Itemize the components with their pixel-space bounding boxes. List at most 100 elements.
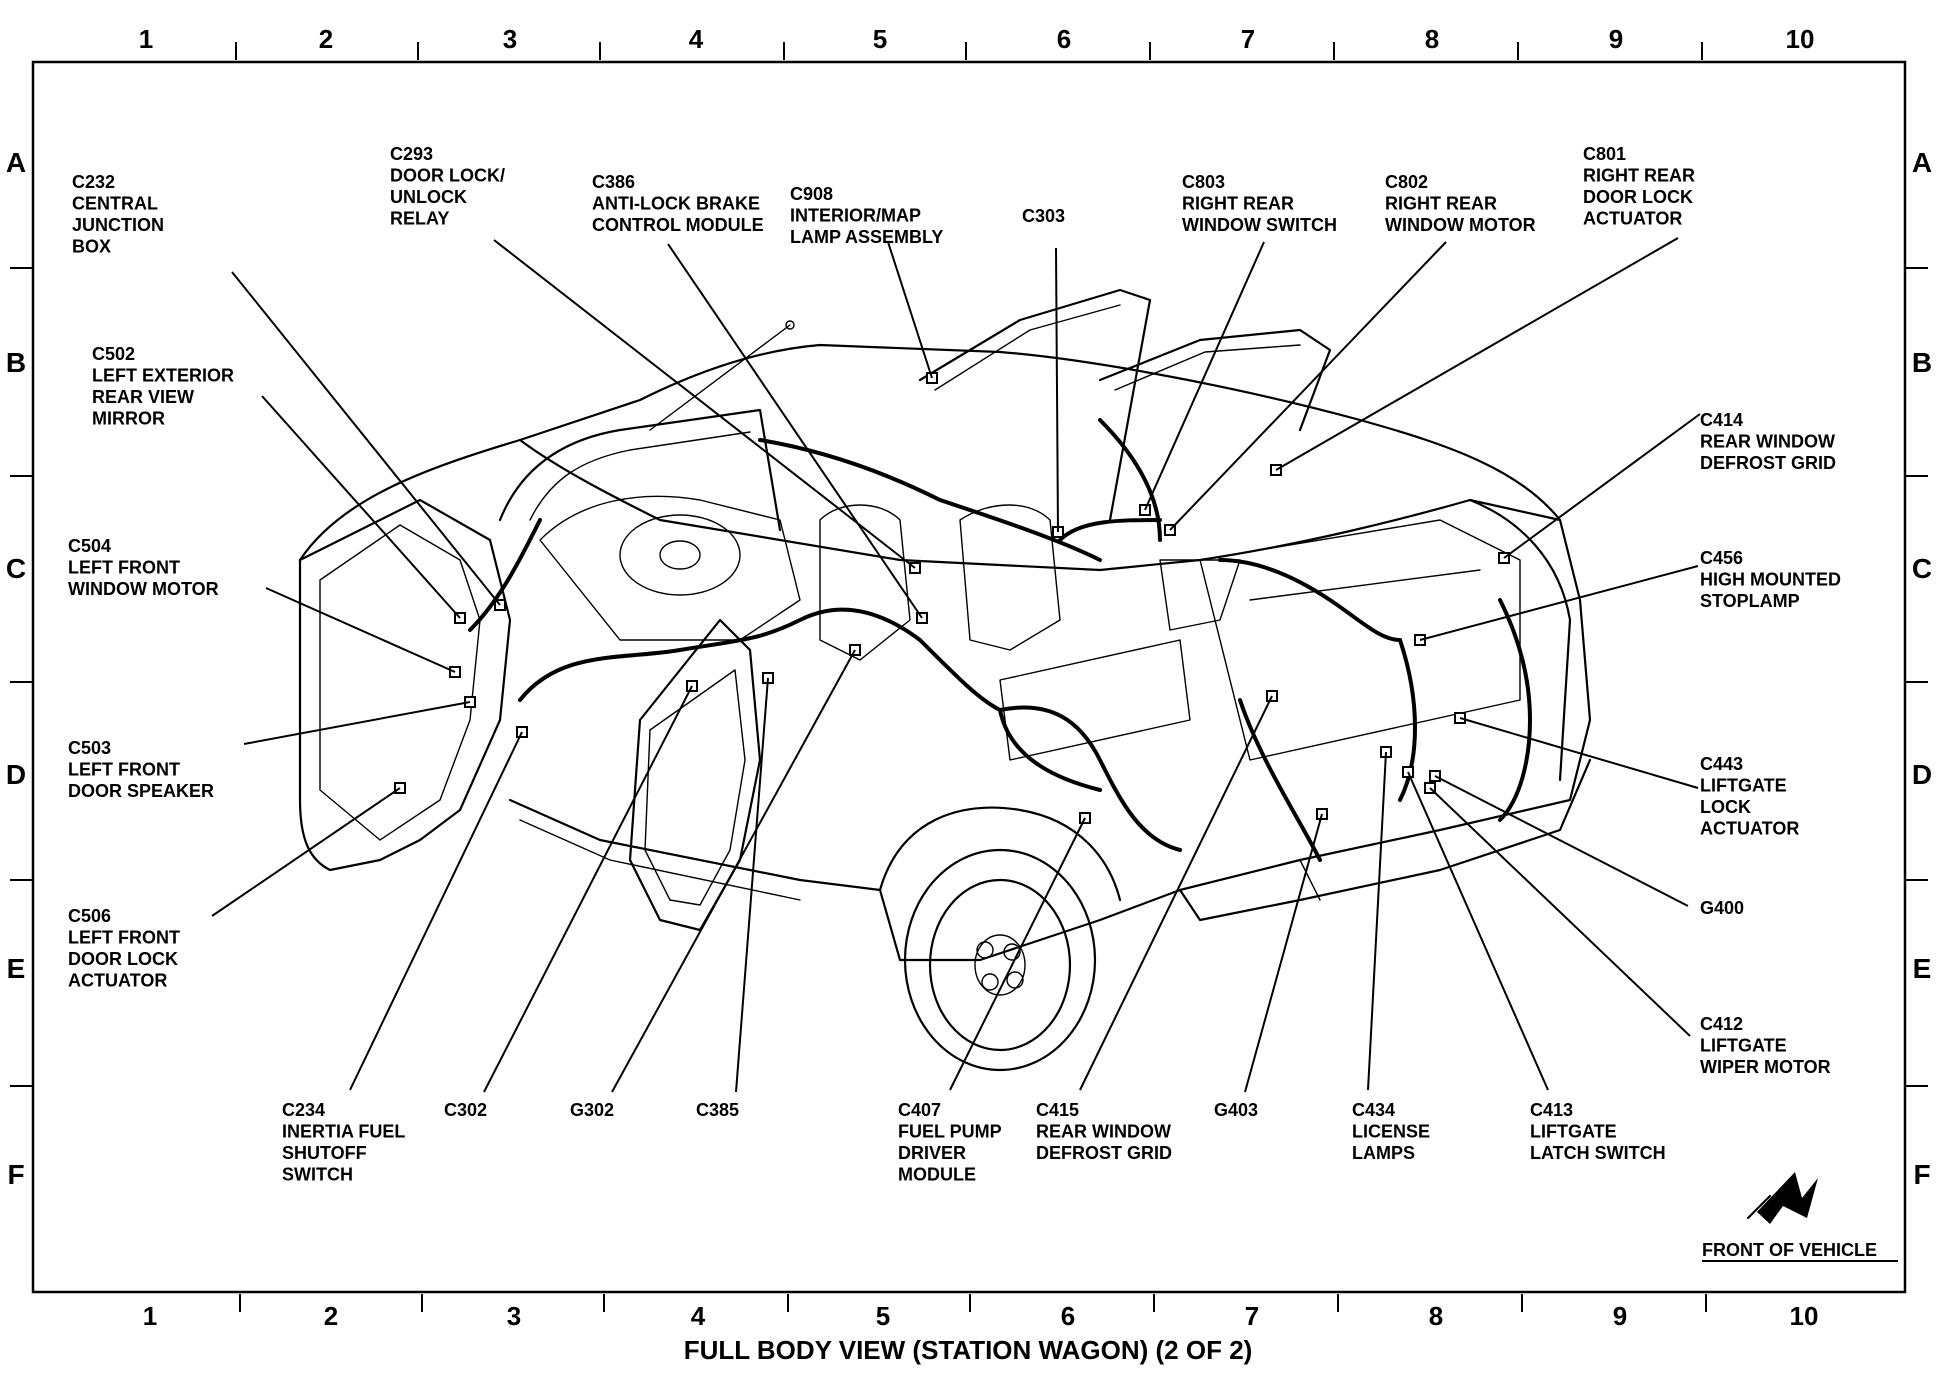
grid-row-left-D: D	[6, 759, 26, 790]
grid-column-top-7: 7	[1241, 24, 1255, 54]
label-c434-line-0: C434	[1352, 1100, 1395, 1120]
grid-column-top-6: 6	[1057, 24, 1071, 54]
leader-c502	[261, 395, 461, 619]
grid-column-bottom-8: 8	[1429, 1301, 1443, 1331]
leader-c503	[243, 701, 471, 745]
label-c506-line-3: ACTUATOR	[68, 971, 167, 991]
label-c456-line-0: C456	[1700, 548, 1743, 568]
leader-c232	[231, 271, 501, 606]
leader-c386	[667, 243, 923, 619]
label-c302-line-0: C302	[444, 1100, 487, 1120]
label-c502-line-1: LEFT EXTERIOR	[92, 366, 234, 386]
label-c293-line-1: DOOR LOCK/	[390, 166, 505, 186]
label-c234-line-2: SHUTOFF	[282, 1143, 367, 1163]
grid-column-bottom-7: 7	[1245, 1301, 1259, 1331]
label-c407-line-2: DRIVER	[898, 1143, 966, 1163]
label-c412-line-0: C412	[1700, 1014, 1743, 1034]
grid-column-top-5: 5	[873, 24, 887, 54]
grid-column-top-4: 4	[689, 24, 704, 54]
label-c415-line-2: DEFROST GRID	[1036, 1143, 1172, 1163]
label-c303-line-0: C303	[1022, 206, 1065, 226]
leader-g302	[611, 649, 856, 1093]
label-c232-line-0: C232	[72, 172, 115, 192]
label-c414-line-1: REAR WINDOW	[1700, 432, 1835, 452]
leader-c415	[1079, 695, 1273, 1091]
label-c801-line-0: C801	[1583, 144, 1626, 164]
grid-row-right-F: F	[1913, 1159, 1930, 1190]
grid-row-left-B: B	[6, 347, 26, 378]
label-c456-line-2: STOPLAMP	[1700, 591, 1800, 611]
label-c385: C385	[696, 1100, 739, 1120]
grid-column-top-3: 3	[503, 24, 517, 54]
grid-column-bottom-5: 5	[876, 1301, 890, 1331]
label-c434-line-2: LAMPS	[1352, 1143, 1415, 1163]
label-c908-line-1: INTERIOR/MAP	[790, 206, 921, 226]
leader-c293	[493, 239, 916, 569]
label-c293-line-2: UNLOCK	[390, 187, 467, 207]
label-c503-line-1: LEFT FRONT	[68, 760, 180, 780]
label-g302-line-0: G302	[570, 1100, 614, 1120]
label-c386-line-2: CONTROL MODULE	[592, 215, 764, 235]
label-c412-line-2: WIPER MOTOR	[1700, 1057, 1831, 1077]
label-c801-line-3: ACTUATOR	[1583, 209, 1682, 229]
leader-c803	[1144, 241, 1265, 511]
leader-c504	[265, 587, 456, 673]
label-c801-line-1: RIGHT REAR	[1583, 166, 1695, 186]
leader-c456	[1419, 565, 1699, 641]
leader-c908	[887, 241, 933, 379]
label-c293-line-3: RELAY	[390, 209, 449, 229]
label-c502-line-0: C502	[92, 344, 135, 364]
front-of-vehicle-arrow-icon	[1746, 1172, 1818, 1224]
leader-c413	[1407, 771, 1549, 1091]
label-c413-line-0: C413	[1530, 1100, 1573, 1120]
label-g400: G400	[1700, 898, 1744, 918]
label-c412-line-1: LIFTGATE	[1700, 1036, 1787, 1056]
leader-c303	[1055, 247, 1059, 533]
label-c414-line-0: C414	[1700, 410, 1743, 430]
diagram-frame	[31, 60, 1907, 1294]
label-c504-line-2: WINDOW MOTOR	[68, 579, 219, 599]
grid-column-top-8: 8	[1425, 24, 1439, 54]
label-c504-line-1: LEFT FRONT	[68, 558, 180, 578]
grid-column-top-2: 2	[319, 24, 333, 54]
label-c413-line-1: LIFTGATE	[1530, 1122, 1617, 1142]
label-c504-line-0: C504	[68, 536, 111, 556]
label-c232-line-1: CENTRAL	[72, 194, 158, 214]
grid-ticks	[10, 42, 1928, 1312]
label-c407-line-0: C407	[898, 1100, 941, 1120]
leader-c412	[1429, 787, 1691, 1037]
label-c434-line-1: LICENSE	[1352, 1122, 1430, 1142]
label-c443-line-0: C443	[1700, 754, 1743, 774]
grid-row-left-F: F	[7, 1159, 24, 1190]
leader-g400	[1434, 775, 1689, 907]
label-c407-line-1: FUEL PUMP	[898, 1122, 1002, 1142]
label-c413-line-2: LATCH SWITCH	[1530, 1143, 1666, 1163]
wiring-harness	[468, 418, 1532, 862]
grid-column-bottom-10: 10	[1790, 1301, 1819, 1331]
leader-c407	[949, 817, 1086, 1091]
label-c385-line-0: C385	[696, 1100, 739, 1120]
label-c303: C303	[1022, 206, 1065, 226]
label-g403: G403	[1214, 1100, 1258, 1120]
grid-column-bottom-1: 1	[143, 1301, 157, 1331]
label-c803-line-2: WINDOW SWITCH	[1182, 215, 1337, 235]
label-g403-line-0: G403	[1214, 1100, 1258, 1120]
label-c803-line-1: RIGHT REAR	[1182, 194, 1294, 214]
diagram-caption: FULL BODY VIEW (STATION WAGON) (2 OF 2)	[684, 1335, 1253, 1365]
vehicle-outline	[298, 288, 1592, 1072]
grid-row-right-E: E	[1913, 953, 1932, 984]
